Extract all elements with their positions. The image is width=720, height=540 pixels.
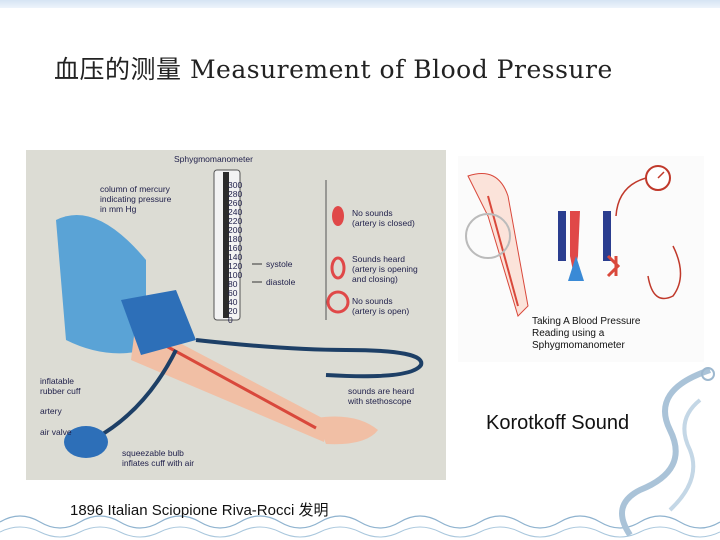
slide-title: 血压的测量 Measurement of Blood Pressure	[54, 55, 613, 84]
label-diastole: diastole	[266, 277, 296, 287]
scale-tick: 140	[228, 252, 243, 262]
right-figure-caption: Taking A Blood Pressure Reading using a …	[532, 316, 641, 351]
label-sounds-heard: Sounds heard (artery is opening and clos…	[352, 254, 418, 284]
top-gradient-bar	[0, 0, 720, 8]
label-systole: systole	[266, 259, 293, 269]
label-bulb: squeezable bulb inflates cuff with air	[122, 448, 195, 468]
scale-tick: 0	[228, 315, 233, 325]
korotkoff-illustration	[465, 165, 682, 317]
sphygmomanometer-figure: Sphygmomanometer 300 280 260 240 220 200…	[26, 150, 446, 480]
label-cuff: inflatable rubber cuff	[40, 376, 81, 396]
wave-border-decoration	[0, 515, 720, 538]
label-no-sounds-closed: No sounds (artery is closed)	[352, 208, 415, 228]
scale-tick: 200	[228, 225, 243, 235]
label-no-sounds-open: No sounds (artery is open)	[352, 296, 410, 316]
label-artery: artery	[40, 406, 62, 416]
scale-tick: 280	[228, 189, 243, 199]
scale-tick: 120	[228, 261, 243, 271]
korotkoff-caption: Korotkoff Sound	[486, 412, 630, 434]
sphygmomanometer-illustration	[56, 169, 424, 458]
scale-tick: 300	[228, 180, 243, 190]
scale-tick: 20	[228, 306, 238, 316]
korotkoff-figure: Taking A Blood Pressure Reading using a …	[458, 156, 704, 362]
scale-tick: 100	[228, 270, 243, 280]
label-stethoscope: sounds are heard with stethoscope	[348, 386, 415, 406]
scale-tick: 60	[228, 288, 238, 298]
scale-tick: 160	[228, 243, 243, 253]
footer-text: 1896 Italian Sciopione Riva-Rocci 发明	[70, 502, 329, 519]
label-mercury: column of mercury indicating pressure in…	[100, 184, 172, 214]
label-air-valve: air valve	[40, 427, 72, 437]
dragon-decoration	[619, 367, 715, 537]
scale-tick: 80	[228, 279, 238, 289]
scale-tick: 220	[228, 216, 243, 226]
scale-tick: 260	[228, 198, 243, 208]
scale-tick: 40	[228, 297, 238, 307]
scale-tick: 240	[228, 207, 243, 217]
figure-heading: Sphygmomanometer	[174, 154, 253, 164]
scale-tick: 180	[228, 234, 243, 244]
